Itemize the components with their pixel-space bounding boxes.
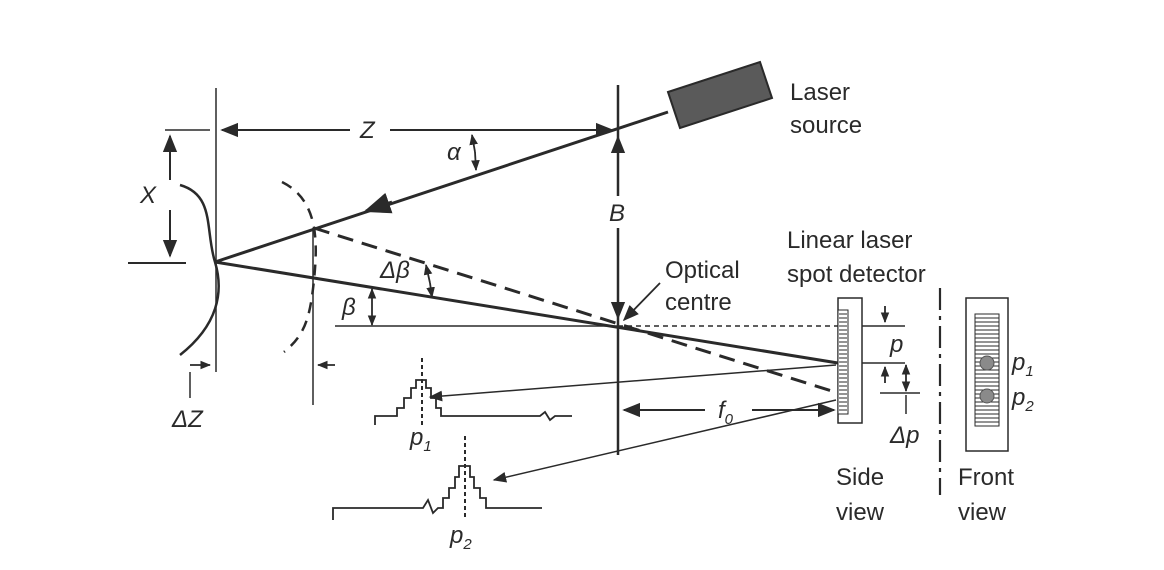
alpha-arrow-down [471,151,480,172]
f0-label: f0 [718,397,734,428]
delta-beta-label: Δβ [379,257,410,284]
signal-profile-p2 [332,465,542,520]
laser-source-box [666,60,774,130]
p1-label: p1 [409,424,432,455]
alpha-label: α [447,139,462,166]
displaced-reflected-ray [313,226,839,395]
side-view-label-line1: Side [836,464,884,491]
object-surface [179,183,220,356]
side-view-label-line2: view [836,499,885,526]
signal-pointer-p1 [428,364,837,402]
optical-centre-pointer [622,282,661,322]
front-p2-label: p2 [1011,384,1034,415]
detector-label-line1: Linear laser [787,227,912,254]
alpha-arrow-up [469,133,478,153]
detector-label-line2: spot detector [787,261,926,288]
detector-side-pixels [839,313,847,411]
displaced-surface [281,180,317,353]
delta-beta-arrow-up [423,263,433,284]
beta-label: β [341,294,356,321]
delta-beta-arrow-down [426,282,435,299]
reflected-ray [214,260,839,365]
signal-pointer-p2 [492,399,837,483]
front-view-label-line1: Front [958,464,1014,491]
signal-profile-p1 [374,379,572,425]
laser-beam [214,110,669,264]
front-p1-label: p1 [1011,349,1034,380]
laser-beam-direction-arrow [363,192,393,214]
optical-centre-label-line1: Optical [665,257,740,284]
spot-p2 [979,388,995,404]
delta-p-label: Δp [889,422,919,449]
laser-source-label-line1: Laser [790,79,850,106]
delta-z-label: ΔZ [171,406,204,433]
z-label: Z [359,117,376,144]
p-label: p [889,331,903,358]
front-view-label-line2: view [958,499,1007,526]
spot-p1 [979,355,995,371]
x-label: X [139,182,157,209]
p2-label: p2 [449,522,472,553]
optical-centre-label-line2: centre [665,289,732,316]
b-label: B [609,200,625,227]
laser-source-label-line2: source [790,112,862,139]
